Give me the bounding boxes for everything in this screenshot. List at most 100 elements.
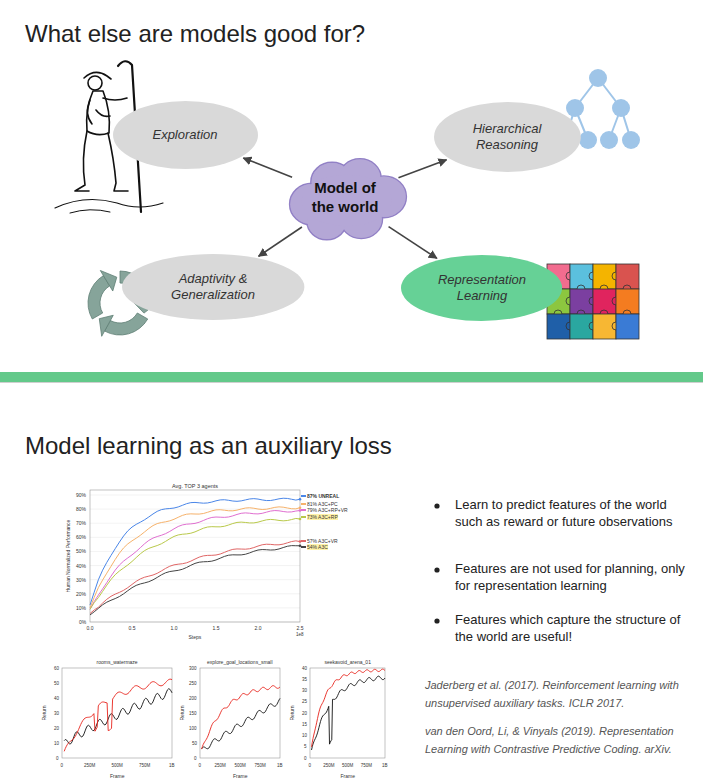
axis-title: Return [288,705,294,720]
ellipse-shape [122,254,304,320]
axis-tick: 30% [76,577,86,583]
axis-tick: 20 [302,711,307,716]
axis-tick: 30 [54,711,59,716]
section-title: Model learning as an auxiliary loss [25,432,392,461]
axis-tick: 1B [382,763,388,768]
axis-tick: 15 [302,722,307,727]
node-text-block: Hierarchical Reasoning [459,121,554,154]
node-label: Adaptivity & Generalization [153,271,273,304]
node-text-block: Exploration [152,127,217,143]
node-label: Exploration [152,127,217,143]
axis-tick: 0 [56,756,59,761]
axis-tick: 20% [76,591,86,597]
axis-tick: 200 [189,696,197,701]
axis-tick: 0% [79,619,86,625]
figure-part [589,69,607,87]
separator-line [0,382,703,383]
axis-tick: 2.0 [255,625,262,631]
axis-tick: 1.0 [171,625,178,631]
legend-entry: 54% A3C [301,544,328,550]
figure-part [62,668,172,758]
axis-tick: 90% [76,492,86,498]
figure-part [90,495,300,496]
axis-tick: 300 [189,666,197,671]
figure-part [310,668,385,758]
node-text-block: Representation Learning [429,272,534,305]
idea-ellipse: Hierarchical Reasoning [434,102,581,172]
figure-part [612,99,630,117]
axis-tick: 10% [76,605,86,611]
legend-text: 81% A3C+PC [307,501,338,507]
legend-entry: 81% A3C+PC [301,501,338,507]
figure-part [200,668,280,758]
legend-swatch [301,509,306,511]
axis-tick: 50% [76,548,86,554]
axis-tick: 500M [342,763,353,768]
axis-tick: 750M [255,763,266,768]
figure-part [103,98,127,100]
axis-title: Frame [233,773,247,779]
bullet-text: Features which capture the structure of … [455,612,687,646]
axis-title: Human Normalized Performance [65,520,71,593]
axis-tick: 50 [192,741,197,746]
highlight-ellipse: Representation Learning [401,255,562,321]
axis-tick: 150 [189,711,197,716]
ellipse-shape [401,255,562,321]
axis-tick: 750M [139,763,150,768]
figure-part [75,131,89,191]
figure-part [202,686,280,749]
legend-text: 87% UNREAL [307,493,339,499]
legend-text: 54% A3C [307,544,328,550]
axis-tick: 40 [54,696,59,701]
reference-text: van den Oord, Li, & Vinyals (2019). Repr… [425,722,695,758]
figure-part [566,99,584,117]
legend-swatch [301,516,306,518]
figure-part [579,131,597,149]
figure-part [64,679,172,751]
figure-part [622,131,640,149]
legend-swatch [301,540,306,542]
figure-part [88,276,110,319]
axis-tick: 2.5 [297,625,304,631]
puzzle-icon [547,264,639,339]
figure-part [88,76,102,90]
figure-part [616,314,639,339]
legend-entry: 87% UNREAL [301,493,339,499]
axis-tick: 500M [112,763,123,768]
node-label: Representation Learning [429,272,534,305]
figure-part [90,537,300,538]
node-text-block: Adaptivity & Generalization [153,271,273,304]
axis-tick: 1.5 [213,625,220,631]
chart-title: explore_goal_locations_small [207,659,273,665]
figure-part [299,498,302,501]
axis-tick: 10 [302,733,307,738]
figure-part [84,72,111,79]
figure-part [434,503,439,508]
axis-tick: 0.0 [87,625,94,631]
legend-swatch [301,495,306,497]
node-text-block: Model of the world [302,179,387,217]
axis-tick: 35 [302,677,307,682]
figure-part [600,131,618,149]
axis-tick: 1B [169,763,175,768]
figure-part [87,91,110,135]
chart-title: seekavoid_arena_01 [325,659,371,665]
axis-title: Frame [110,773,124,779]
axis-title: Steps [189,634,202,640]
idea-ellipse: Adaptivity & Generalization [122,254,304,320]
figure-part [100,270,116,291]
axis-tick: 0 [61,763,64,768]
figure-part [202,698,280,748]
legend-swatch [301,546,306,548]
reference-text: Jaderberg et al. (2017). Reinforcement l… [425,676,695,712]
slide-title: What else are models good for? [25,20,365,49]
figure-part [434,618,439,623]
axis-tick: 70% [76,520,86,526]
figure-part [90,511,300,610]
axis-title: Frame [341,773,355,779]
axis-tick: 100 [189,726,197,731]
figure-part [312,669,386,747]
legend-text: 73% A3C+RP [307,514,338,520]
